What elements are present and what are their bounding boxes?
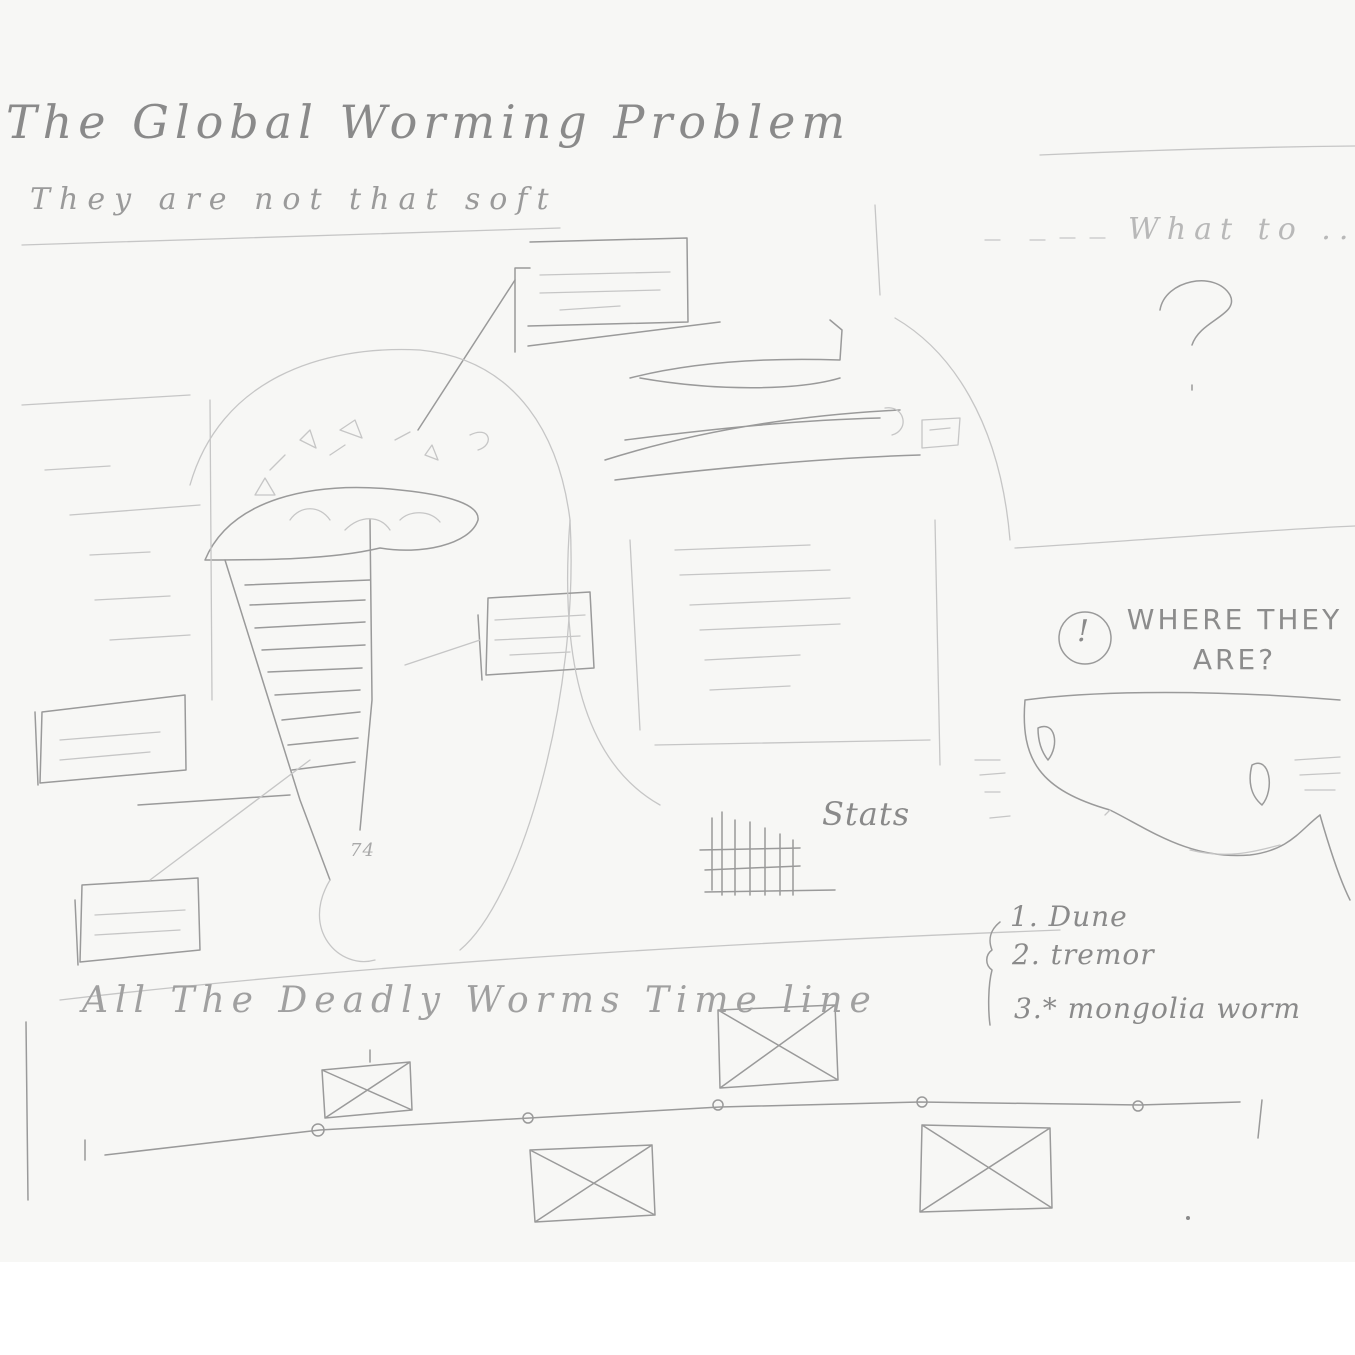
right-panel-divider <box>874 204 881 296</box>
banner-shapes <box>604 319 961 481</box>
big-arc <box>566 519 661 806</box>
timeline-heading: All The Deadly Worms Time line <box>82 980 878 1021</box>
worm-list-item: 2. tremor <box>1012 938 1155 971</box>
question-heading: What to ... <box>1128 212 1355 247</box>
middle-small-box <box>477 591 595 681</box>
top-text-box <box>514 237 721 353</box>
list-bracket <box>986 921 1001 1026</box>
timeline-image-2 <box>717 1004 839 1089</box>
where-heading: WHERE THEY ARE? <box>1126 603 1343 676</box>
timeline-image-1 <box>321 1049 413 1119</box>
timeline-axis <box>25 1021 1263 1201</box>
page-subtitle: They are not that soft <box>30 182 558 217</box>
leader-line <box>417 279 516 431</box>
question-mark: ? <box>1310 300 1312 301</box>
worm-body <box>224 519 373 881</box>
stray-dot <box>1186 1216 1190 1220</box>
title-underline <box>21 227 561 246</box>
worm-tail <box>318 879 376 963</box>
worm-head <box>204 419 489 561</box>
timeline-image-4 <box>919 1124 1053 1213</box>
left-text-column <box>21 394 213 701</box>
timeline-divider <box>59 929 1061 1001</box>
pin-marker: ! <box>1077 614 1091 649</box>
connector-line <box>149 759 311 881</box>
worm-figure-mark: 74 <box>350 840 375 861</box>
right-panel-rule <box>1014 525 1355 549</box>
pin-circle <box>1058 611 1112 665</box>
paper-sheet <box>0 0 1355 1262</box>
page-margin <box>0 1262 1355 1355</box>
center-text-block <box>629 519 941 766</box>
map-outline <box>974 691 1351 901</box>
question-mark-glyph <box>1159 280 1233 391</box>
page-title: The Global Worming Problem <box>6 95 852 149</box>
top-right-rule <box>1039 145 1355 156</box>
stats-chart <box>699 811 836 896</box>
worm-circle <box>189 348 572 951</box>
stats-label: Stats <box>822 795 911 833</box>
worm-list-item: 3.* mongolia worm <box>1014 992 1302 1025</box>
timeline-image-3 <box>529 1144 656 1223</box>
worm-list-item: 1. Dune <box>1010 900 1128 933</box>
left-image-box-1 <box>34 694 291 806</box>
left-image-box-2 <box>74 877 201 966</box>
